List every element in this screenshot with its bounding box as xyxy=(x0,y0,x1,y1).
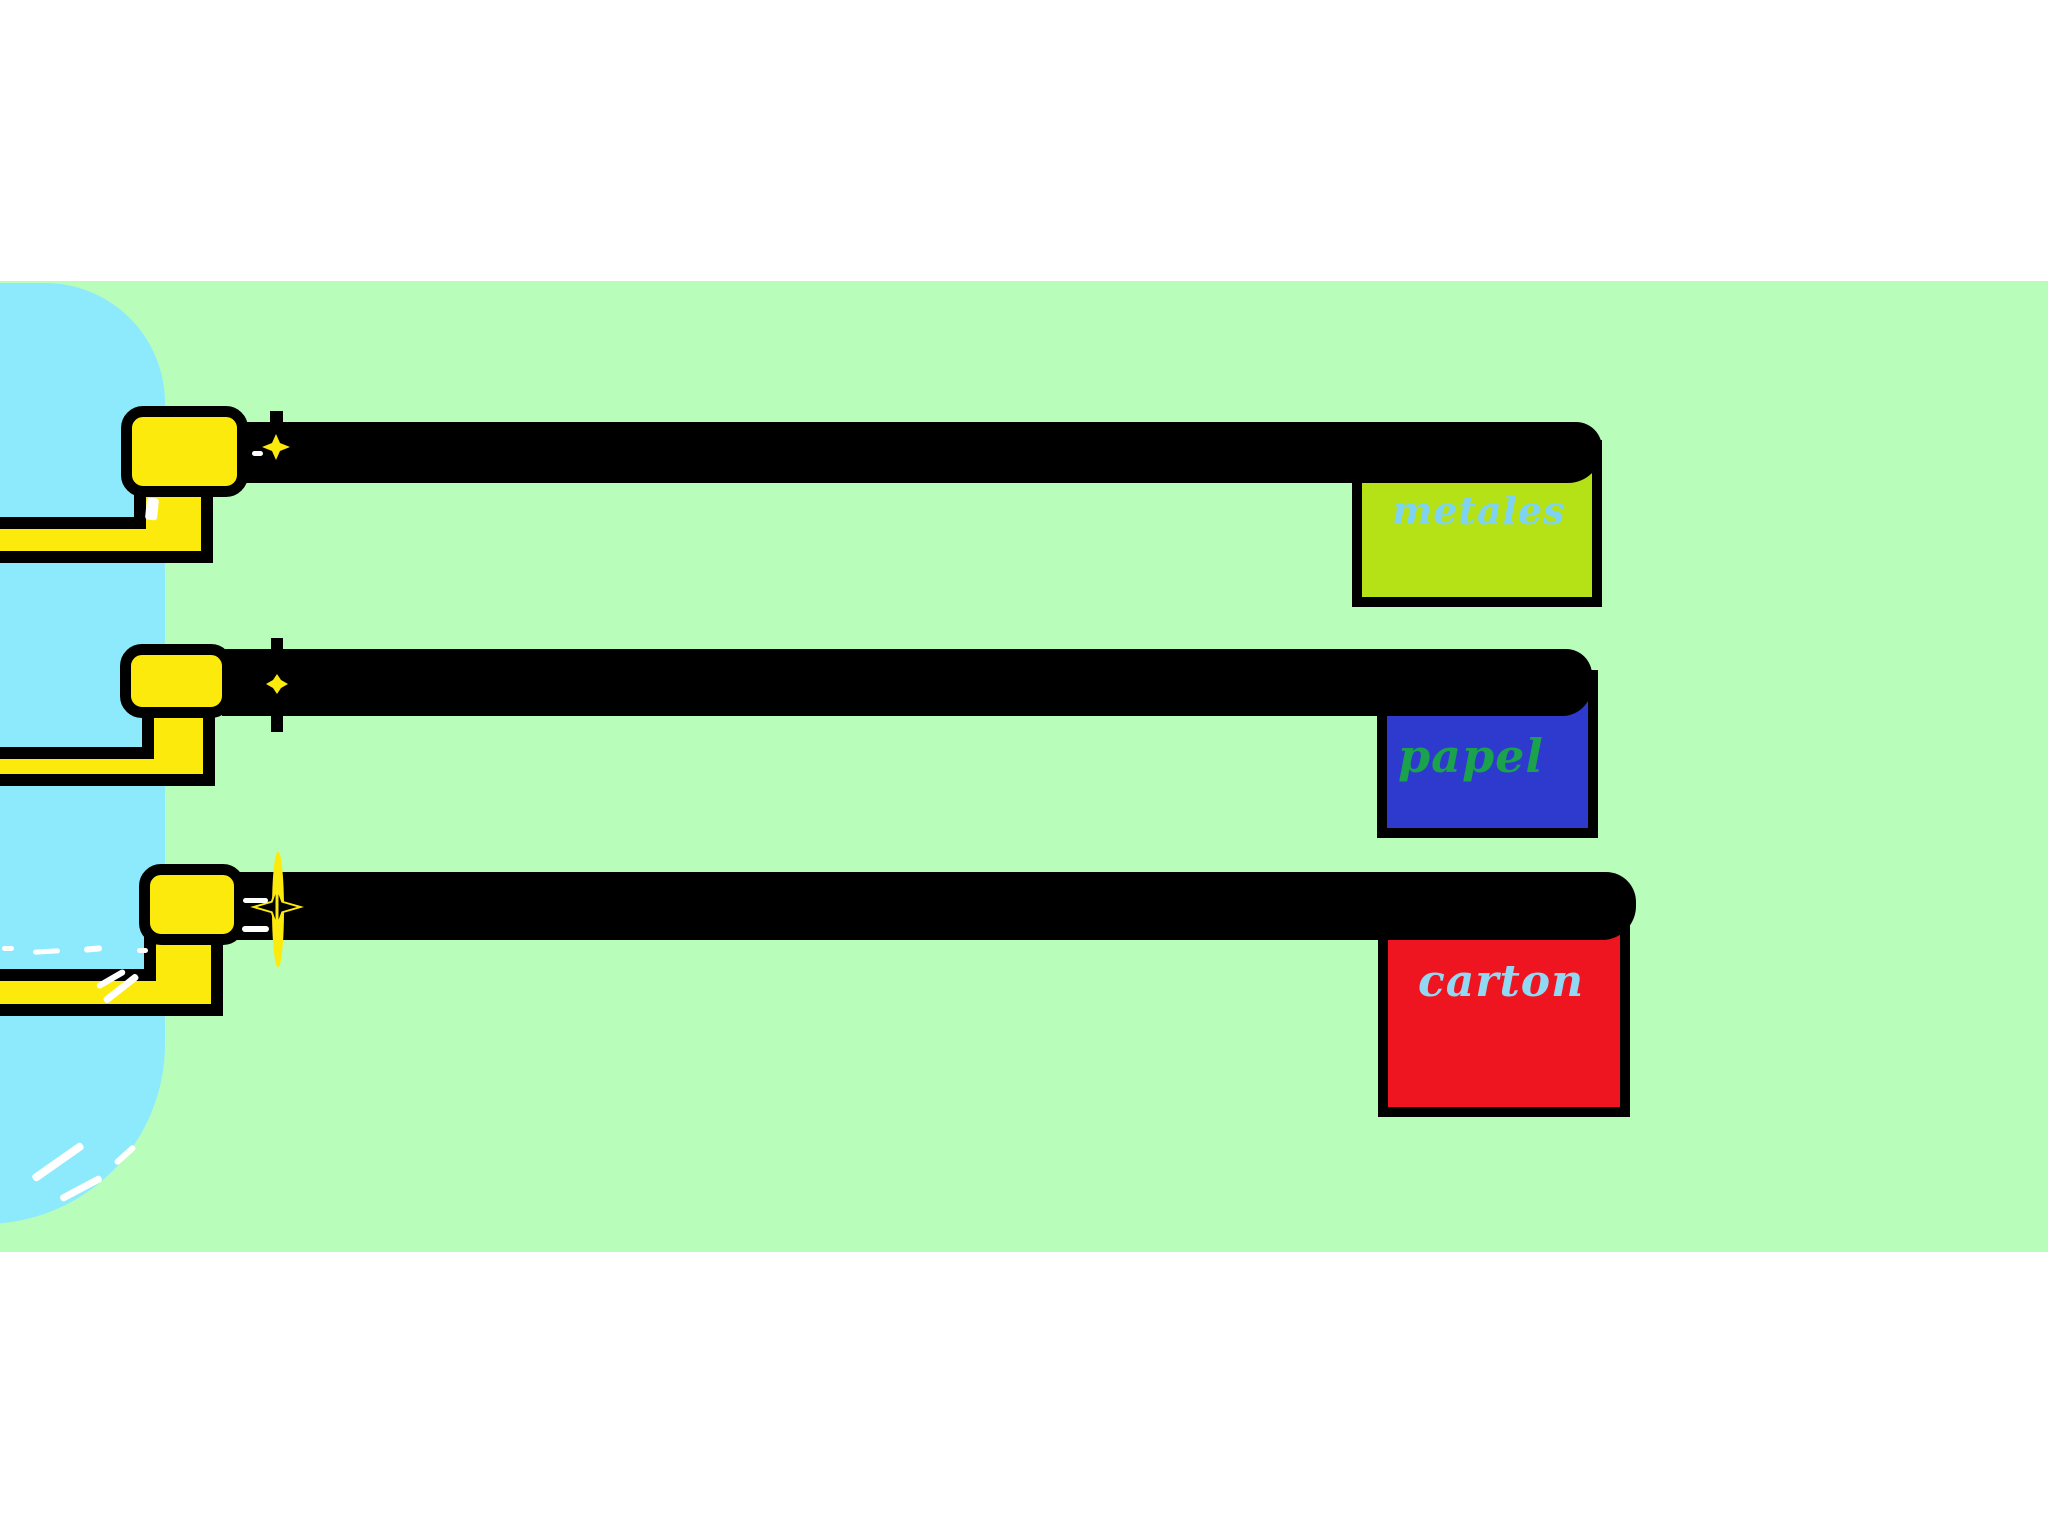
conveyor-belt-metales xyxy=(228,422,1602,483)
bin-label-metales: metales xyxy=(1392,488,1566,533)
pipe-elbow-papel xyxy=(0,706,215,786)
paint-dash-mark xyxy=(243,898,268,903)
paint-dash-mark xyxy=(252,451,263,456)
pipe-elbow-metales xyxy=(0,484,213,563)
paint-scribble xyxy=(2,946,14,951)
pipe-connector-papel xyxy=(120,644,233,718)
sparkle-icon-large xyxy=(250,851,304,968)
conveyor-belt-carton xyxy=(230,872,1636,940)
conveyor-belt-papel xyxy=(222,649,1592,716)
pipe-connector-carton xyxy=(139,864,245,945)
paint-scribble xyxy=(137,948,148,953)
paint-dash-mark xyxy=(242,926,269,932)
paint-gap-mark xyxy=(144,497,160,521)
sparkle-icon xyxy=(262,411,290,460)
bin-label-papel: papel xyxy=(1398,729,1544,783)
pipe-connector-metales xyxy=(121,406,248,497)
bin-label-carton: carton xyxy=(1418,956,1585,1007)
sparkle-icon xyxy=(266,638,288,732)
